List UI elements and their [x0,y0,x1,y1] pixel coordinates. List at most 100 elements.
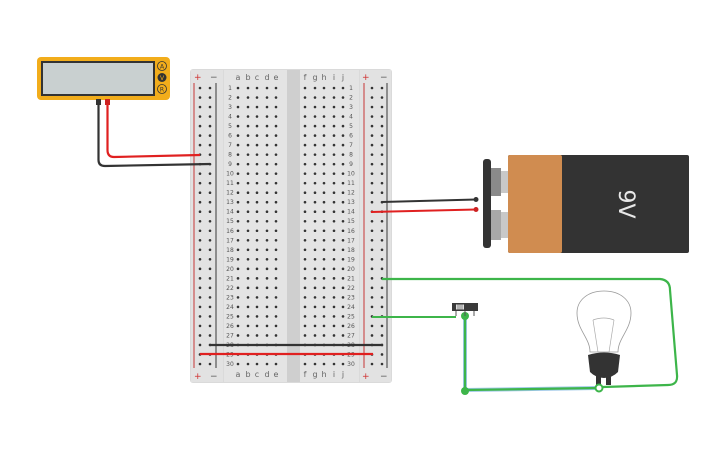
breadboard-hole[interactable] [370,162,374,166]
breadboard-hole[interactable] [370,143,374,147]
breadboard-hole[interactable] [380,124,384,128]
breadboard-hole[interactable] [313,134,317,137]
breadboard-hole[interactable] [274,124,278,128]
mode-a-button[interactable]: A [157,61,167,71]
breadboard-hole[interactable] [380,105,384,109]
breadboard-hole[interactable] [313,200,317,204]
breadboard-hole[interactable] [255,362,259,366]
breadboard-hole[interactable] [380,172,384,175]
breadboard-hole[interactable] [236,286,240,290]
breadboard-hole[interactable] [208,219,212,223]
breadboard-hole[interactable] [370,153,374,156]
breadboard-hole[interactable] [303,115,307,118]
breadboard-hole[interactable] [341,143,345,147]
breadboard-hole[interactable] [255,334,259,337]
breadboard-hole[interactable] [380,296,384,299]
breadboard-hole[interactable] [303,248,307,252]
breadboard-hole[interactable] [265,362,269,366]
breadboard-hole[interactable] [274,315,278,318]
breadboard-hole[interactable] [380,334,384,337]
breadboard-hole[interactable] [208,200,212,204]
breadboard-hole[interactable] [198,315,202,318]
breadboard-hole[interactable] [198,334,202,337]
breadboard-hole[interactable] [265,229,269,233]
breadboard-hole[interactable] [236,248,240,252]
breadboard-hole[interactable] [236,96,240,99]
breadboard-hole[interactable] [341,86,345,90]
breadboard-hole[interactable] [246,115,250,118]
breadboard-hole[interactable] [274,115,278,118]
breadboard-hole[interactable] [341,286,345,290]
breadboard-hole[interactable] [274,134,278,137]
breadboard-hole[interactable] [303,267,307,271]
breadboard-hole[interactable] [370,219,374,223]
breadboard-hole[interactable] [341,229,345,233]
breadboard-hole[interactable] [255,200,259,204]
breadboard-hole[interactable] [303,296,307,299]
breadboard-hole[interactable] [265,219,269,223]
breadboard-hole[interactable] [246,105,250,109]
breadboard-hole[interactable] [265,248,269,252]
breadboard-hole[interactable] [274,191,278,194]
breadboard-hole[interactable] [341,134,345,137]
breadboard-hole[interactable] [255,191,259,194]
breadboard-hole[interactable] [370,296,374,299]
breadboard-hole[interactable] [265,277,269,280]
breadboard-hole[interactable] [380,219,384,223]
breadboard-hole[interactable] [246,296,250,299]
breadboard-hole[interactable] [341,334,345,337]
breadboard-hole[interactable] [246,362,250,366]
breadboard-hole[interactable] [370,181,374,185]
breadboard-hole[interactable] [380,229,384,233]
breadboard-hole[interactable] [198,134,202,137]
breadboard-hole[interactable] [341,315,345,318]
breadboard-hole[interactable] [255,296,259,299]
breadboard-hole[interactable] [313,305,317,309]
breadboard-hole[interactable] [380,248,384,252]
breadboard-hole[interactable] [341,96,345,99]
breadboard-hole[interactable] [208,191,212,194]
breadboard-hole[interactable] [322,105,326,109]
breadboard-hole[interactable] [313,362,317,366]
breadboard-hole[interactable] [322,248,326,252]
breadboard-hole[interactable] [370,305,374,309]
breadboard-hole[interactable] [313,277,317,280]
breadboard-hole[interactable] [341,324,345,328]
breadboard-hole[interactable] [265,124,269,128]
mode-v-button[interactable]: V [157,73,167,82]
breadboard-hole[interactable] [313,219,317,223]
breadboard-hole[interactable] [322,258,326,261]
breadboard-hole[interactable] [198,96,202,99]
breadboard-hole[interactable] [332,162,336,166]
breadboard-hole[interactable] [208,229,212,233]
breadboard-hole[interactable] [265,210,269,214]
breadboard-hole[interactable] [370,267,374,271]
breadboard-hole[interactable] [380,238,384,242]
breadboard-hole[interactable] [208,286,212,290]
breadboard-hole[interactable] [341,181,345,185]
breadboard-hole[interactable] [332,258,336,261]
breadboard-hole[interactable] [236,172,240,175]
breadboard-hole[interactable] [332,105,336,109]
breadboard-hole[interactable] [322,296,326,299]
breadboard-hole[interactable] [236,153,240,156]
breadboard-hole[interactable] [265,296,269,299]
breadboard-hole[interactable] [380,362,384,366]
breadboard-hole[interactable] [274,105,278,109]
breadboard-hole[interactable] [332,305,336,309]
breadboard-hole[interactable] [208,277,212,280]
breadboard-hole[interactable] [198,238,202,242]
breadboard-hole[interactable] [208,96,212,99]
breadboard-hole[interactable] [208,258,212,261]
breadboard-hole[interactable] [208,362,212,366]
breadboard-hole[interactable] [255,229,259,233]
breadboard-hole[interactable] [380,143,384,147]
breadboard-hole[interactable] [255,143,259,147]
breadboard-hole[interactable] [255,115,259,118]
breadboard-hole[interactable] [246,324,250,328]
breadboard-hole[interactable] [208,86,212,90]
breadboard-hole[interactable] [332,210,336,214]
breadboard-hole[interactable] [370,258,374,261]
